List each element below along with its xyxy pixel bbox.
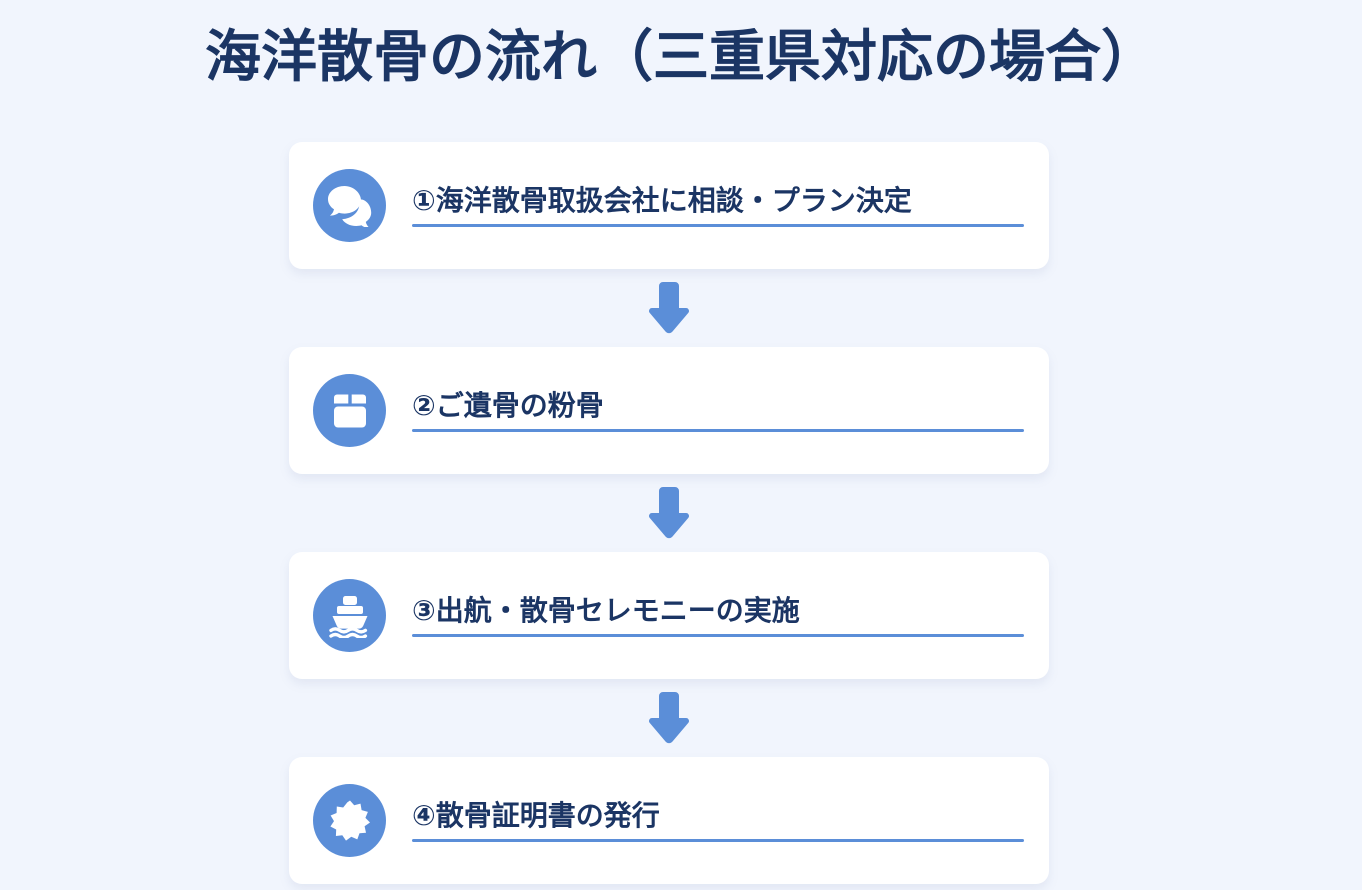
flow-step-label: ④散骨証明書の発行 (412, 799, 660, 833)
arrow-down-icon (289, 679, 1049, 757)
box-icon (313, 374, 386, 447)
flow-step-underline (412, 223, 1024, 227)
flow-step-underline (412, 428, 1024, 432)
page-title: 海洋散骨の流れ（三重県対応の場合） (205, 25, 1157, 90)
speech-bubbles-icon (313, 169, 386, 242)
flow-step-body: ①海洋散骨取扱会社に相談・プラン決定 (412, 169, 1024, 242)
flow-step-label: ②ご遺骨の粉骨 (412, 389, 604, 423)
flow-step-underline (412, 838, 1024, 842)
flow-step-label: ①海洋散骨取扱会社に相談・プラン決定 (412, 184, 912, 218)
flow-step-body: ②ご遺骨の粉骨 (412, 374, 1024, 447)
arrow-down-icon (289, 474, 1049, 552)
flow-step-underline (412, 633, 1024, 637)
flow-step-label: ③出航・散骨セレモニーの実施 (412, 594, 800, 628)
flow-step-card: ①海洋散骨取扱会社に相談・プラン決定 (289, 142, 1049, 269)
flow-step-body: ④散骨証明書の発行 (412, 784, 1024, 857)
flow-step-card: ③出航・散骨セレモニーの実施 (289, 552, 1049, 679)
flow-steps-list: ①海洋散骨取扱会社に相談・プラン決定 ②ご遺骨の粉骨 (289, 142, 1049, 884)
ship-icon (313, 579, 386, 652)
arrow-down-icon (289, 269, 1049, 347)
flow-step-body: ③出航・散骨セレモニーの実施 (412, 579, 1024, 652)
certificate-seal-icon (313, 784, 386, 857)
flow-step-card: ④散骨証明書の発行 (289, 757, 1049, 884)
flow-step-card: ②ご遺骨の粉骨 (289, 347, 1049, 474)
